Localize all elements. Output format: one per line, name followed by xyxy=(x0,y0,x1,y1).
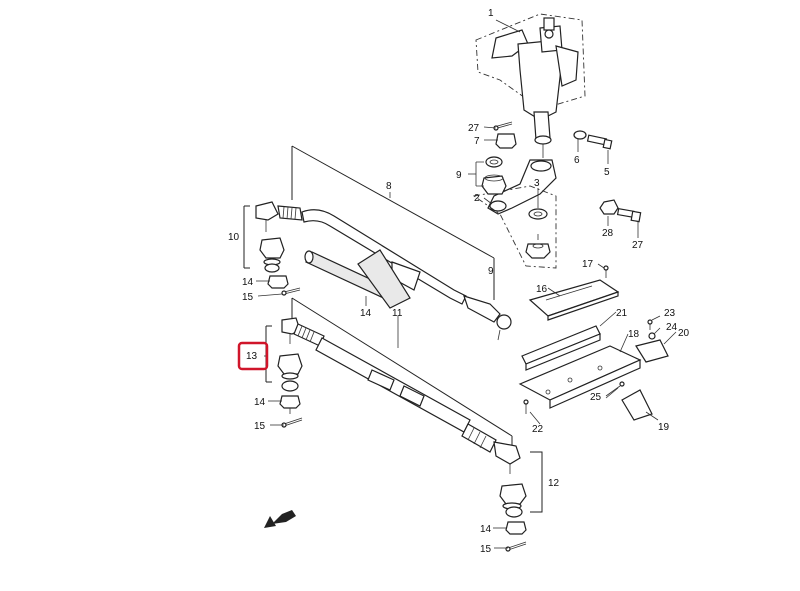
callout-19[interactable]: 19 xyxy=(658,422,670,433)
protector-plate-assembly xyxy=(518,265,669,421)
castle-nut xyxy=(495,133,517,149)
castle-nut xyxy=(279,395,301,409)
pitman-arm xyxy=(472,159,557,269)
callout-1[interactable]: 1 xyxy=(488,8,494,19)
callout-24[interactable]: 24 xyxy=(666,322,678,333)
callout-labels: 1 27 7 6 5 9 3 2 28 27 8 10 9 14 15 14 1… xyxy=(228,8,690,555)
nut xyxy=(599,199,619,215)
selected-callout-highlight xyxy=(237,341,269,371)
callout-17[interactable]: 17 xyxy=(582,259,594,270)
callout-10[interactable]: 10 xyxy=(228,232,240,243)
callout-5[interactable]: 5 xyxy=(604,167,610,178)
callout-6[interactable]: 6 xyxy=(574,155,580,166)
tie-rod-assembly xyxy=(281,297,521,474)
callout-14-bottom[interactable]: 14 xyxy=(480,524,492,535)
dust-seal xyxy=(264,263,280,273)
callout-28[interactable]: 28 xyxy=(602,228,614,239)
callout-16[interactable]: 16 xyxy=(536,284,548,295)
callout-12[interactable]: 12 xyxy=(548,478,560,489)
callout-23[interactable]: 23 xyxy=(664,308,676,319)
castle-nut xyxy=(267,275,289,289)
cotter-pin xyxy=(283,287,301,295)
castle-nut xyxy=(505,521,527,535)
callout-9-lower[interactable]: 9 xyxy=(488,266,494,277)
dust-boot xyxy=(277,353,303,375)
cotter-pin xyxy=(507,541,527,551)
callout-8[interactable]: 8 xyxy=(386,181,392,192)
front-direction-arrow-icon xyxy=(264,510,296,528)
callout-18[interactable]: 18 xyxy=(628,329,640,340)
nut xyxy=(525,243,551,259)
dust-seal xyxy=(505,506,523,518)
callout-3[interactable]: 3 xyxy=(534,178,540,189)
bolt xyxy=(586,134,613,150)
callout-15-upper[interactable]: 15 xyxy=(242,292,254,303)
callout-9-upper[interactable]: 9 xyxy=(456,170,462,181)
adjusting-tube xyxy=(304,249,421,309)
callout-7[interactable]: 7 xyxy=(474,136,480,147)
callout-22[interactable]: 22 xyxy=(532,424,544,435)
bolt xyxy=(616,207,642,223)
callout-14-tube[interactable]: 14 xyxy=(360,308,372,319)
callout-27[interactable]: 27 xyxy=(468,123,480,134)
callout-14-lower[interactable]: 14 xyxy=(254,397,266,408)
callout-21[interactable]: 21 xyxy=(616,308,628,319)
leader-lines xyxy=(256,19,677,549)
callout-14-upper[interactable]: 14 xyxy=(242,277,254,288)
cotter-pin xyxy=(283,417,303,427)
dust-seal xyxy=(281,380,299,392)
dust-seal xyxy=(485,156,503,168)
callout-27-right[interactable]: 27 xyxy=(632,240,644,251)
callout-2[interactable]: 2 xyxy=(474,193,480,204)
steering-gear-box xyxy=(475,13,586,158)
dust-boot xyxy=(259,237,285,259)
dust-boot xyxy=(499,483,527,505)
callout-25[interactable]: 25 xyxy=(590,392,602,403)
callout-15-lower[interactable]: 15 xyxy=(254,421,266,432)
callout-20[interactable]: 20 xyxy=(678,328,690,339)
callout-11[interactable]: 11 xyxy=(392,308,403,319)
callout-15-bottom[interactable]: 15 xyxy=(480,544,492,555)
washer xyxy=(573,130,587,140)
callout-13[interactable]: 13 xyxy=(246,351,258,362)
drag-link-assembly xyxy=(255,145,512,341)
washer xyxy=(528,208,548,220)
